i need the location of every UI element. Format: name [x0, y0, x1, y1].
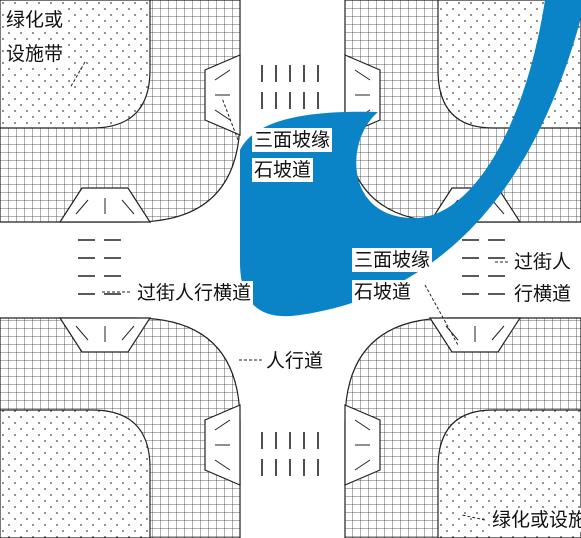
- crosswalk-left: [78, 239, 121, 295]
- blue-ribbon: [240, 0, 581, 317]
- crosswalk-bottom: [261, 432, 319, 476]
- corner-bottom-left: [0, 317, 241, 538]
- label-crosswalk-left: 过街人行横道: [135, 281, 254, 305]
- corner-bottom-right: [344, 317, 581, 538]
- label-crosswalk-right-1: 过街人: [512, 250, 574, 274]
- label-green-belt-top-1: 绿化或: [4, 8, 66, 32]
- label-crosswalk-right-2: 行横道: [512, 282, 574, 306]
- label-curb-ramp-2-line1: 三面坡缘: [352, 248, 433, 272]
- label-green-belt-top-2: 设施带: [4, 42, 66, 66]
- label-green-belt-bottom: 绿化或设施: [490, 508, 581, 532]
- label-curb-ramp-2-line2: 石坡道: [352, 280, 414, 304]
- label-curb-ramp-1-line1: 三面坡缘: [252, 128, 333, 152]
- label-sidewalk: 人行道: [264, 349, 326, 373]
- crosswalk-top: [261, 65, 319, 109]
- label-curb-ramp-1-line2: 石坡道: [252, 158, 314, 182]
- crosswalk-right: [462, 239, 505, 295]
- leader-lines: [69, 61, 510, 521]
